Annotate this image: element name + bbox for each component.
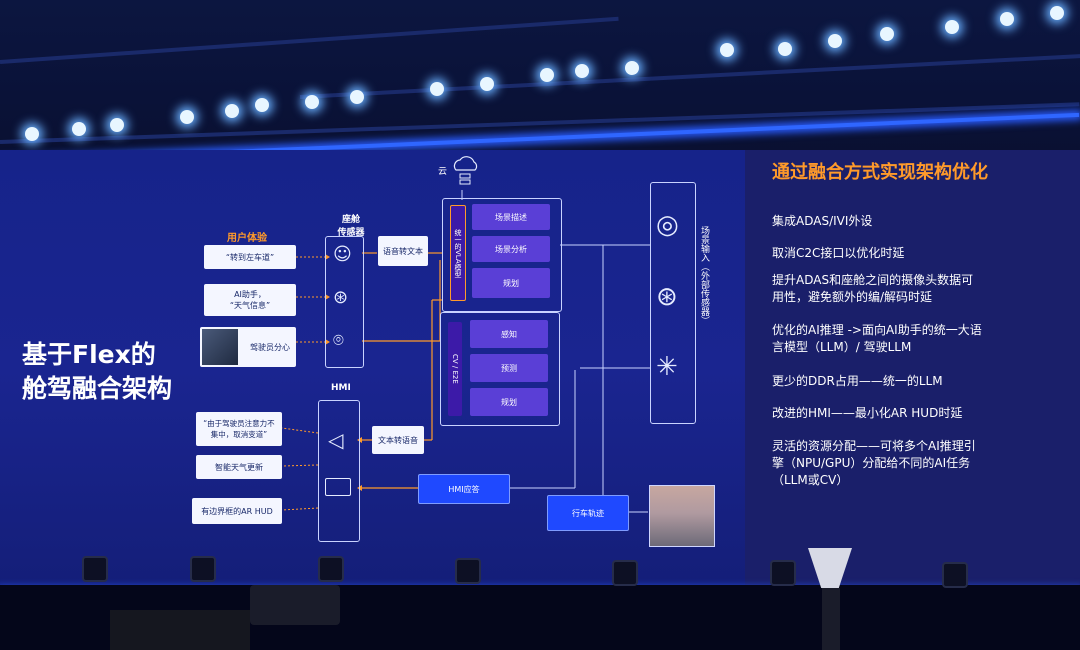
cloud-label: 云	[438, 167, 448, 177]
hmi-response-box: HMI应答	[418, 474, 510, 504]
stage-fixture	[82, 556, 108, 582]
camera-icon: ⊛	[656, 282, 678, 312]
sidebar-item: 优化的AI推理 ->面向AI助手的统一大语言模型（LLM）/ 驾驶LLM	[772, 323, 982, 354]
side-panel	[745, 150, 1080, 590]
voice-head-icon: ☺	[333, 244, 352, 265]
stage-light	[180, 110, 194, 124]
stage-fixture	[942, 562, 968, 588]
stage-fixture	[318, 556, 344, 582]
hmi-panel	[318, 400, 360, 542]
lidar-icon: ✳	[656, 352, 678, 382]
stage-fixture	[190, 556, 216, 582]
user-item-ai-assistant: AI助手， “天气信息”	[204, 284, 296, 316]
face-scan-icon: ⌾	[333, 330, 344, 351]
user-experience-label: 用户体验	[227, 233, 267, 244]
stage-light	[778, 42, 792, 56]
driver-distraction-label: 驾驶员分心	[250, 342, 290, 352]
trajectory-box: 行车轨迹	[547, 495, 629, 531]
hmi-label: HMI	[331, 383, 351, 393]
speech-to-text-box: 语音转文本	[378, 236, 428, 266]
stage-light	[72, 122, 86, 136]
stage-light	[480, 77, 494, 91]
stage-light	[945, 20, 959, 34]
sidebar-title: 通过融合方式实现架构优化	[772, 162, 988, 183]
cv-e2e-tag: CV / E2E	[448, 322, 462, 416]
speaker-icon: ◁	[328, 428, 344, 452]
main-title-line1: 基于Flex的	[22, 340, 156, 369]
sidebar-item: 取消C2C接口以优化时延	[772, 246, 905, 260]
stage-light	[1050, 6, 1064, 20]
stage-fixture	[770, 560, 796, 586]
cabin-sensor-label-line2: 传感器	[337, 228, 365, 238]
stage-light	[350, 90, 364, 104]
sidebar-item: 提升ADAS和座舱之间的摄像头数据可用性，避免额外的编/解码时延	[772, 273, 974, 304]
stage-monitor	[250, 585, 340, 625]
sidebar-item: 灵活的资源分配——可将多个AI推理引擎（NPU/GPU）分配给不同的AI任务（L…	[772, 439, 976, 487]
vla-model-tag: 统一的VLA模型	[450, 205, 466, 301]
hmi-output-cancel-lane: “由于驾驶员注意力不 集中，取消变道”	[196, 412, 282, 446]
scene-input-label: 场景输入（外部传感器）	[699, 226, 709, 325]
road-scene-image	[649, 485, 715, 547]
text-to-speech-box: 文本转语音	[372, 426, 424, 454]
camera-stand	[822, 588, 840, 650]
stage-light	[305, 95, 319, 109]
cabin-sensor-label-line1: 座舱	[341, 215, 360, 225]
main-title: 基于Flex的 舱驾融合架构	[22, 338, 172, 406]
cv-e2e-panel	[440, 312, 560, 426]
radar-icon: ◎	[656, 210, 679, 240]
stage-equipment	[110, 610, 250, 650]
stage-light	[25, 127, 39, 141]
cabin-sensor-panel	[325, 236, 364, 368]
sidebar-item: 集成ADAS/IVI外设	[772, 214, 873, 228]
stage-light	[225, 104, 239, 118]
cabin-sensor-label: 座舱 传感器	[336, 212, 366, 238]
stage-light	[720, 43, 734, 57]
stage-light	[110, 118, 124, 132]
vla-step-scene-description: 场景描述	[472, 204, 550, 230]
display-icon	[325, 478, 351, 496]
cloud-icon	[450, 152, 480, 196]
user-item-lane-change: “转到左车道”	[204, 245, 296, 269]
cv-step-prediction: 预测	[470, 354, 548, 382]
stage-fixture	[612, 560, 638, 586]
cv-step-perception: 感知	[470, 320, 548, 348]
cv-step-planning: 规划	[470, 388, 548, 416]
stage-light	[255, 98, 269, 112]
camera-icon: ⊛	[333, 287, 349, 308]
stage-fixture	[455, 558, 481, 584]
stage-light	[575, 64, 589, 78]
stage-light	[1000, 12, 1014, 26]
stage-light	[880, 27, 894, 41]
sidebar-item: 更少的DDR占用——统一的LLM	[772, 374, 943, 388]
driver-photo	[202, 329, 238, 365]
sidebar-item: 改进的HMI——最小化AR HUD时延	[772, 406, 963, 420]
external-sensor-panel	[650, 182, 696, 424]
vla-step-planning: 规划	[472, 268, 550, 298]
stage-light	[540, 68, 554, 82]
stage-light	[625, 61, 639, 75]
vla-model-panel	[442, 198, 562, 312]
stage-light	[430, 82, 444, 96]
vla-step-scene-analysis: 场景分析	[472, 236, 550, 262]
stage-light	[828, 34, 842, 48]
main-title-line2: 舱驾融合架构	[22, 374, 173, 403]
hmi-output-ar-hud: 有边界框的AR HUD	[192, 498, 282, 524]
hmi-output-weather: 智能天气更新	[196, 455, 282, 479]
